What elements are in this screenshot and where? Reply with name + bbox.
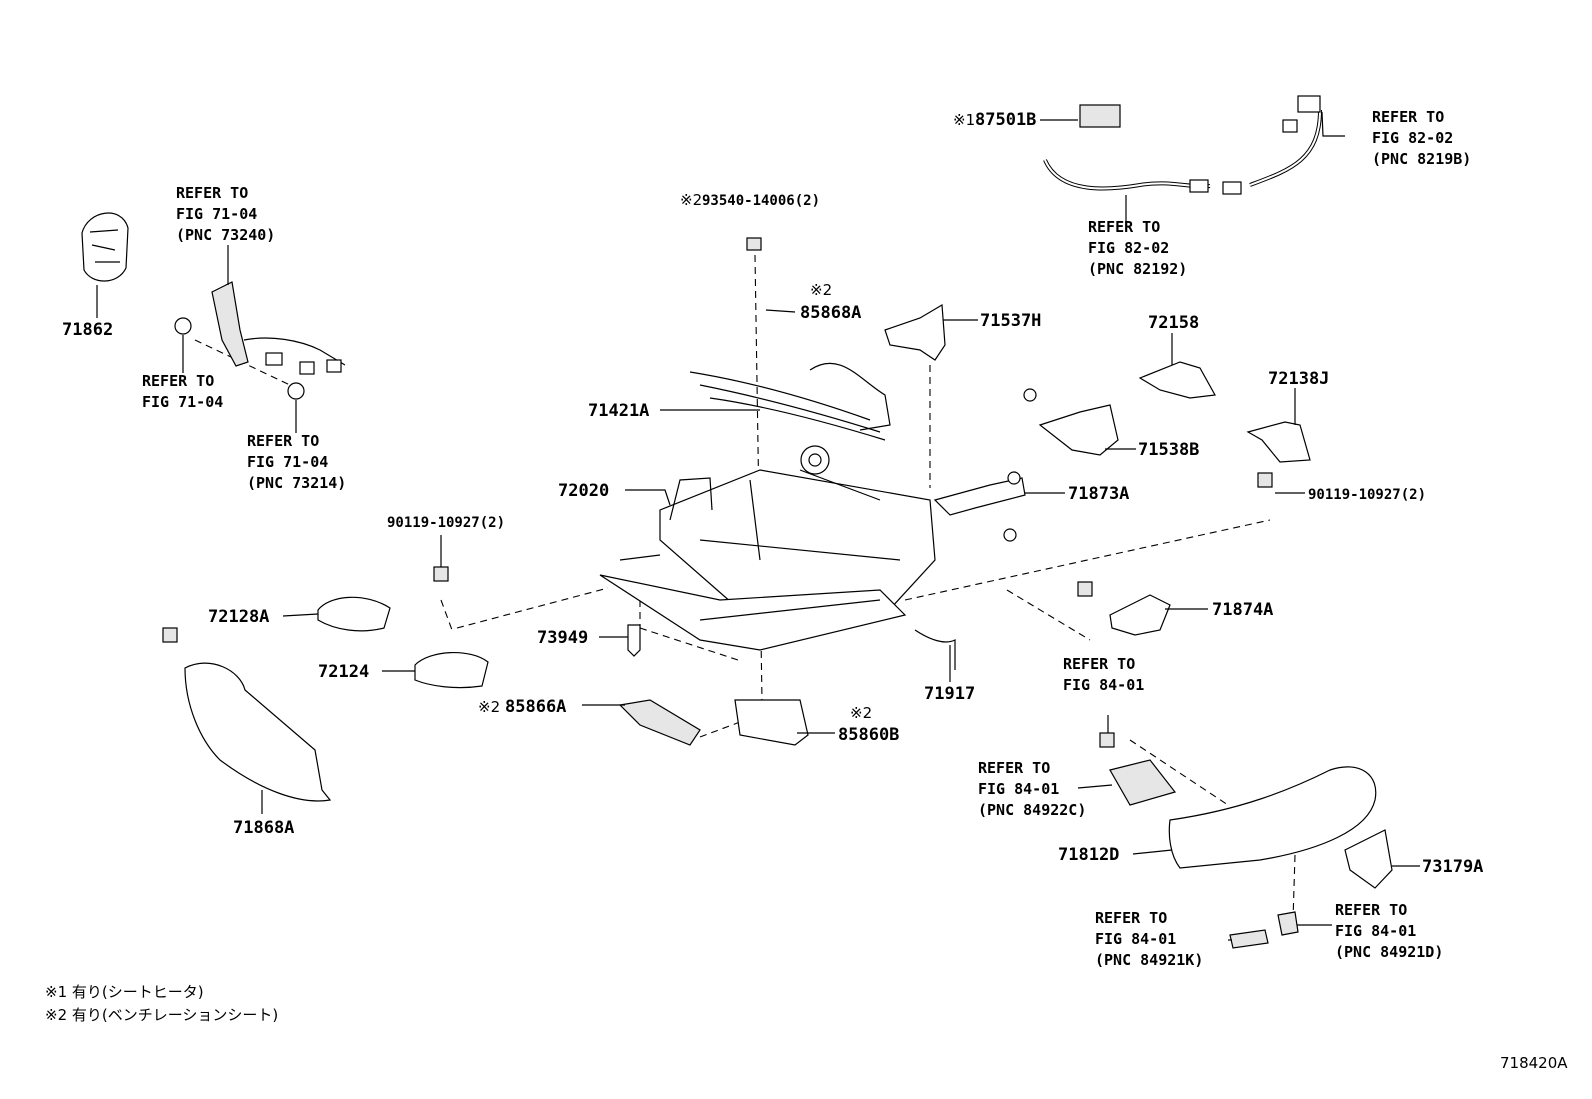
ref-7104-line2: FIG 71-04 — [142, 393, 223, 411]
label-72158: 72158 — [1148, 313, 1199, 333]
part-72138J-illustration — [1246, 421, 1311, 463]
ref-84921K-line1: REFER TO — [1095, 909, 1167, 927]
label-71873A: 71873A — [1068, 484, 1129, 504]
part-84921K-illustration — [1229, 929, 1269, 949]
ref-73214-line1: REFER TO — [247, 432, 319, 450]
label-87501B: 87501B — [975, 110, 1036, 130]
label-71874A: 71874A — [1212, 600, 1273, 620]
ref-84921D-line1: REFER TO — [1335, 901, 1407, 919]
ref-82192-line2: FIG 82-02 — [1088, 239, 1169, 257]
part-84922C-illustration — [1109, 759, 1177, 806]
label-72128A: 72128A — [208, 607, 269, 627]
label-71868A: 71868A — [233, 818, 294, 838]
ref-73240-line3: (PNC 73240) — [176, 226, 275, 244]
ref-84922C-line2: FIG 84-01 — [978, 780, 1059, 798]
mark-87501B: ※1 — [953, 111, 975, 129]
part-85860B-illustration — [734, 699, 809, 746]
label-71862: 71862 — [62, 320, 113, 340]
label-71421A: 71421A — [588, 401, 649, 421]
mark-85866A: ※2 — [478, 698, 500, 716]
part-73179A-illustration — [1344, 829, 1393, 889]
ref-84922C-line1: REFER TO — [978, 759, 1050, 777]
label-85866A: 85866A — [505, 697, 566, 717]
ref-73240-line1: REFER TO — [176, 184, 248, 202]
ref-8401-line2: FIG 84-01 — [1063, 676, 1144, 694]
footnote-2: ※2 有り(ベンチレーションシート) — [45, 1006, 278, 1024]
ref-8219B-line2: FIG 82-02 — [1372, 129, 1453, 147]
ref-73214-line2: FIG 71-04 — [247, 453, 328, 471]
label-85868A: 85868A — [800, 303, 861, 323]
mark-85868A: ※2 — [810, 281, 832, 299]
mark-85860B: ※2 — [850, 704, 872, 722]
label-73179A: 73179A — [1422, 857, 1483, 877]
label-71812D: 71812D — [1058, 845, 1119, 865]
ref-82192-line3: (PNC 82192) — [1088, 260, 1187, 278]
ref-8401-line1: REFER TO — [1063, 655, 1135, 673]
part-71537H-illustration — [884, 303, 946, 361]
part-71873A-illustration — [933, 471, 1026, 542]
label-72124: 72124 — [318, 662, 369, 682]
leader-lines — [96, 111, 1420, 941]
ref-84921D-line2: FIG 84-01 — [1335, 922, 1416, 940]
part-72128A-illustration — [317, 596, 391, 632]
label-93540-14006: 93540-14006(2) — [702, 193, 820, 209]
part-72124-illustration — [414, 652, 489, 689]
part-84921D-illustration — [1277, 911, 1299, 936]
label-71537H: 71537H — [980, 311, 1041, 331]
ref-8219B-line3: (PNC 8219B) — [1372, 150, 1471, 168]
ref-84921D-line3: (PNC 84921D) — [1335, 943, 1443, 961]
figure-id: 718420A — [1500, 1054, 1568, 1072]
bolt-illustrations — [162, 237, 1273, 748]
part-72158-illustration — [1138, 361, 1216, 399]
ref-84921K-line2: FIG 84-01 — [1095, 930, 1176, 948]
wire-harness-illustration — [1043, 95, 1322, 195]
footnote-1: ※1 有り(シートヒータ) — [45, 983, 204, 1001]
mark-93540: ※2 — [680, 191, 702, 209]
part-71868A-illustration — [184, 662, 332, 802]
part-85866A-illustration — [618, 699, 701, 746]
label-71917: 71917 — [924, 684, 975, 704]
part-71874A-illustration — [1109, 594, 1171, 636]
label-71538B: 71538B — [1138, 440, 1199, 460]
label-72138J: 72138J — [1268, 369, 1329, 389]
label-85860B: 85860B — [838, 725, 899, 745]
ref-84922C-line3: (PNC 84922C) — [978, 801, 1086, 819]
ref-73214-line3: (PNC 73214) — [247, 474, 346, 492]
ref-73240-line2: FIG 71-04 — [176, 205, 257, 223]
ref-82192-line1: REFER TO — [1088, 218, 1160, 236]
part-71421A-illustration — [689, 362, 891, 441]
label-90119-10927-left: 90119-10927(2) — [387, 515, 505, 531]
part-labels: 71862 REFER TO FIG 71-04 (PNC 73240) REF… — [45, 108, 1568, 1072]
ref-84921K-line3: (PNC 84921K) — [1095, 951, 1203, 969]
part-71538B-illustration — [1023, 388, 1119, 456]
seat-frame-illustration — [599, 445, 936, 651]
ref-7104-line1: REFER TO — [142, 372, 214, 390]
label-90119-10927-right: 90119-10927(2) — [1308, 487, 1426, 503]
label-72020: 72020 — [558, 481, 609, 501]
part-71862-illustration — [81, 212, 129, 282]
ref-8219B-line1: REFER TO — [1372, 108, 1444, 126]
seat-belt-buckle-illustration — [174, 281, 346, 400]
label-73949: 73949 — [537, 628, 588, 648]
part-71917-illustration — [914, 629, 956, 670]
part-71812D-illustration — [1168, 766, 1377, 869]
